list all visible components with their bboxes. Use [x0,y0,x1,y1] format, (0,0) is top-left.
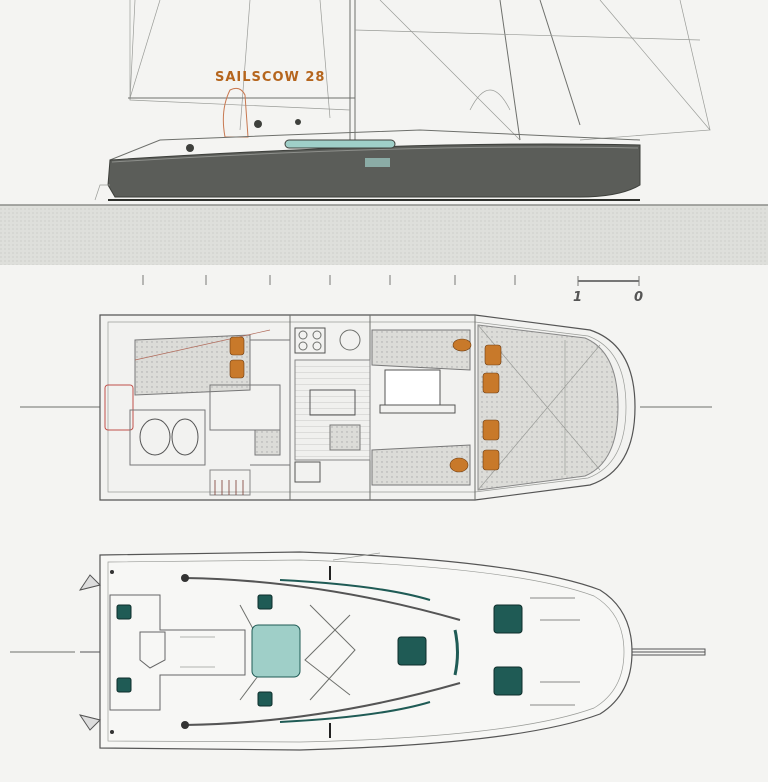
deck-line [109,129,641,161]
cockpit [109,594,246,711]
hull [107,143,641,198]
sink [339,329,361,351]
aft-berth [134,334,251,396]
heads-compartment [129,409,206,466]
deck-plan-view [10,551,706,751]
water-band [0,205,768,265]
stove [294,327,326,354]
sails-and-rigging [128,0,711,150]
deck-outline [99,551,633,751]
deck-hatches [116,594,523,707]
cabin-window [284,139,396,149]
settee-starboard [371,444,471,486]
side-profile-view: SAILSCOW 28 [94,0,711,201]
boat-name-label: SAILSCOW 28 [215,70,325,85]
scale-label-left: 1 [573,290,582,305]
crew-figure [222,87,249,138]
settee-port [371,329,471,371]
scale-bar: 1 0 [573,276,643,305]
saloon-table [309,389,356,416]
station-ticks [142,275,516,285]
hull-port [365,158,390,167]
companionway-hatch [251,624,301,678]
scale-label-right: 0 [634,290,643,305]
cushions [229,336,502,473]
interior-plan-view [20,314,712,501]
transom-seat [104,384,134,431]
